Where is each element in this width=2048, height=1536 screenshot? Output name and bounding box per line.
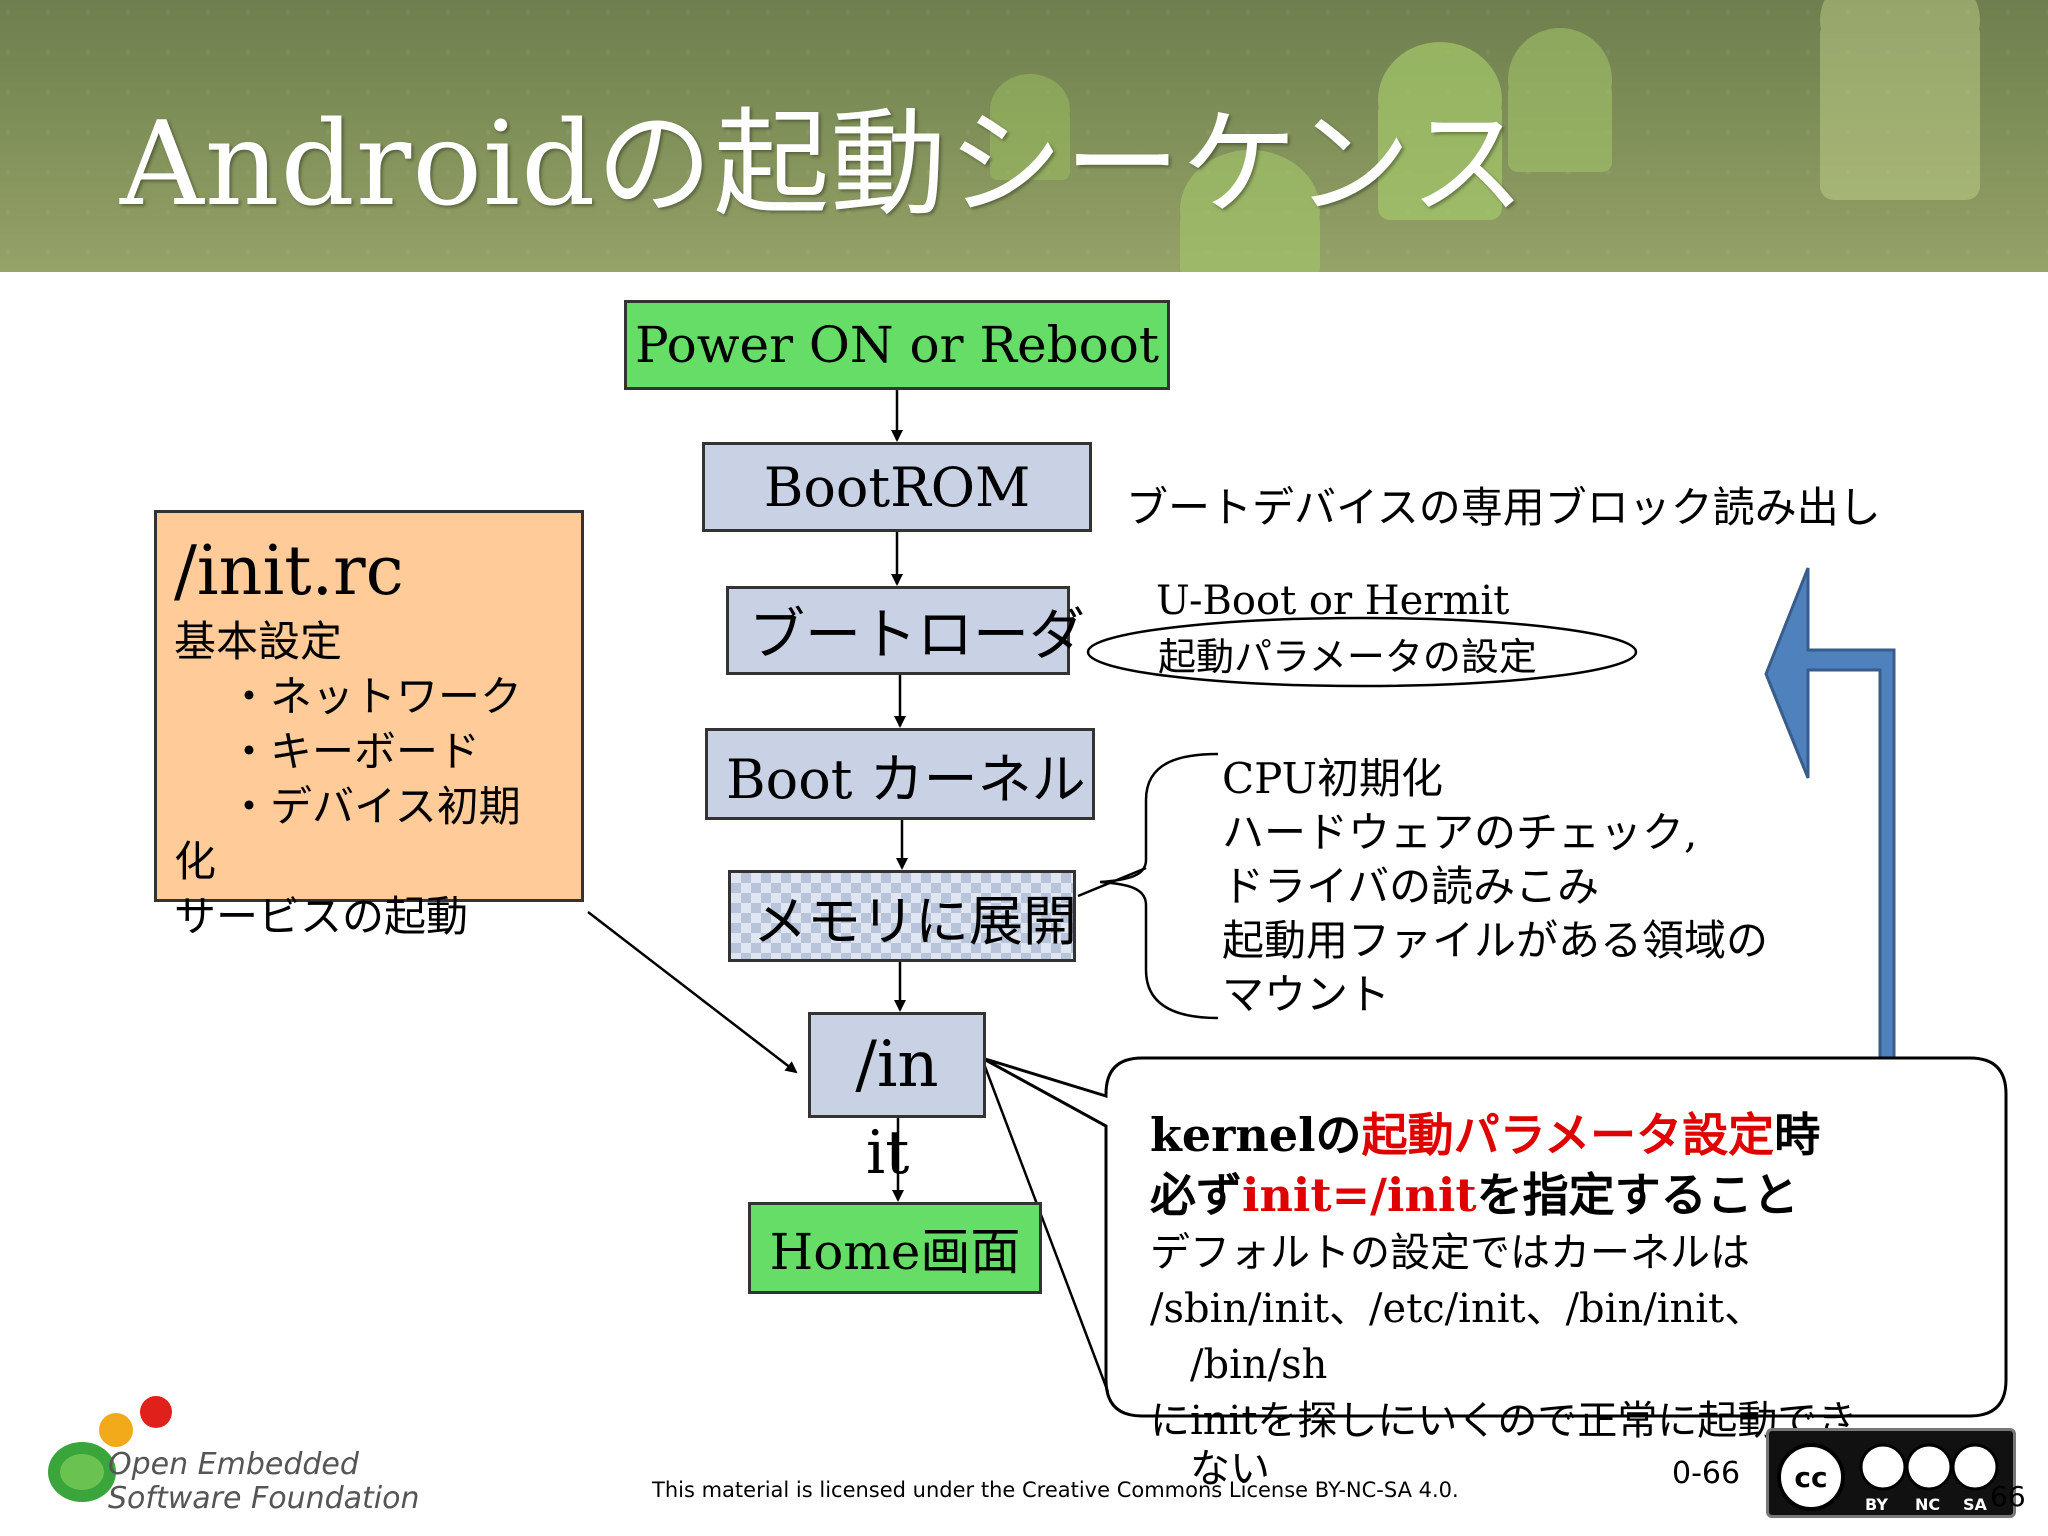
kernel-note-line: CPU初期化: [1222, 754, 1444, 803]
initrc-title: /init.rc: [174, 532, 404, 611]
initrc-line: ・キーボード: [228, 727, 481, 776]
arrow-initrc-to-init: [587, 911, 798, 1074]
init-label-bottom: it: [866, 1118, 910, 1188]
oesf-line-2: Software Foundation: [108, 1481, 420, 1516]
cc-label-by: BY: [1865, 1495, 1888, 1514]
callout-line-5: /bin/sh: [1190, 1342, 1328, 1388]
power-on-box: Power ON or Reboot: [624, 300, 1170, 390]
bootloader-label: ブートローダ: [749, 603, 1085, 668]
android-robot-icon: [1180, 150, 1320, 272]
initrc-content: /init.rc 基本設定 ・ネットワーク ・キーボード ・デバイス初期 化 サ…: [174, 530, 522, 944]
android-robot-decorations: [990, 0, 1980, 272]
slide-title: Androidの起動シーケンス: [120, 97, 1527, 232]
home-box: Home画面: [748, 1202, 1042, 1294]
android-robot-icon: [1820, 0, 1980, 200]
cc-license-badge: cc BY NC SA: [1766, 1428, 2016, 1518]
kernel-note-line: マウント: [1222, 970, 1391, 1019]
kernel-label: Boot カーネル: [726, 747, 1086, 811]
callout-line-7: ない: [1190, 1446, 1270, 1492]
home-label: Home画面: [769, 1223, 1021, 1281]
sa-icon: [1951, 1443, 1999, 1491]
cc-label-nc: NC: [1915, 1495, 1941, 1514]
callout-line-3: デフォルトの設定ではカーネルは: [1150, 1230, 1750, 1276]
bootrom-box: BootROM: [702, 442, 1092, 532]
cc-label-sa: SA: [1963, 1495, 1987, 1514]
callout-line-4: /sbin/init、/etc/init、/bin/init、: [1150, 1286, 1765, 1332]
kernel-notes-brace: [1099, 752, 1219, 1020]
bootrom-label: BootROM: [763, 455, 1031, 519]
kernel-notes: CPU初期化 ハードウェアのチェック, ドライバの読みこみ 起動用ファイルがある…: [1222, 752, 1768, 1022]
callout-bubble: [981, 1056, 2008, 1418]
callout-line-2: 必ずinit=/initを指定すること: [1150, 1168, 1799, 1222]
bootloader-box: ブートローダ: [726, 586, 1085, 675]
cc-icon: [1777, 1443, 1845, 1511]
callout-emphasis: 起動パラメータ設定: [1361, 1108, 1775, 1162]
callout-line-6: にinitを探しにいくので正常に起動でき: [1150, 1398, 1858, 1444]
kernel-note-line: ドライバの読みこみ: [1222, 862, 1600, 911]
initrc-line: 化: [174, 837, 217, 886]
memory-label: メモリに展開: [753, 889, 1077, 953]
power-on-label: Power ON or Reboot: [635, 316, 1159, 374]
callout-pointer-lower: [982, 1063, 1110, 1393]
initrc-line: サービスの起動: [174, 892, 469, 941]
oesf-line-1: Open Embedded: [108, 1447, 359, 1482]
init-label-top: /in: [855, 1028, 939, 1102]
initrc-line: 基本設定: [174, 617, 343, 666]
license-text: This material is licensed under the Crea…: [652, 1478, 1459, 1502]
bootrom-note: ブートデバイスの専用ブロック読み出し: [1126, 483, 1881, 532]
by-icon: [1859, 1443, 1907, 1491]
kernel-note-line: ハードウェアのチェック,: [1222, 808, 1698, 857]
page-number: 66: [1990, 1480, 2026, 1513]
init-box: /in: [808, 1012, 986, 1118]
oesf-logo-text: Open Embedded Software Foundation: [108, 1448, 420, 1516]
svg-text:cc: cc: [1794, 1461, 1827, 1494]
kernel-note-line: 起動用ファイルがある領域の: [1222, 916, 1769, 965]
android-robot-icon: [990, 74, 1070, 180]
initrc-line: ・デバイス初期: [228, 782, 521, 831]
nc-icon: [1905, 1443, 1953, 1491]
android-robot-icon: [1378, 42, 1502, 220]
callout-text: kernelの起動パラメータ設定時 必ずinit=/initを指定すること デフ…: [1150, 1105, 2010, 1489]
initrc-line: ・ネットワーク: [228, 672, 523, 721]
kernel-box: Boot カーネル: [705, 728, 1095, 820]
bootloader-name-note: U-Boot or Hermit: [1156, 578, 1510, 624]
memory-box: メモリに展開: [728, 870, 1077, 962]
initrc-box: [154, 510, 584, 902]
callout-emphasis: init=/init: [1242, 1168, 1477, 1222]
callout-line-1: kernelの起動パラメータ設定時: [1150, 1108, 1821, 1162]
oesf-logo-icon: [48, 1396, 172, 1502]
header-banner: Androidの起動シーケンス: [0, 0, 2048, 272]
slide-number: 0-66: [1672, 1456, 1741, 1491]
blue-up-arrow: [1764, 567, 1896, 1072]
memory-brace-link: [1077, 866, 1147, 898]
bootloader-param-ellipse: [1086, 616, 1638, 688]
bootloader-param-note: 起動パラメータの設定: [1158, 635, 1537, 679]
android-robot-icon: [1508, 28, 1612, 172]
